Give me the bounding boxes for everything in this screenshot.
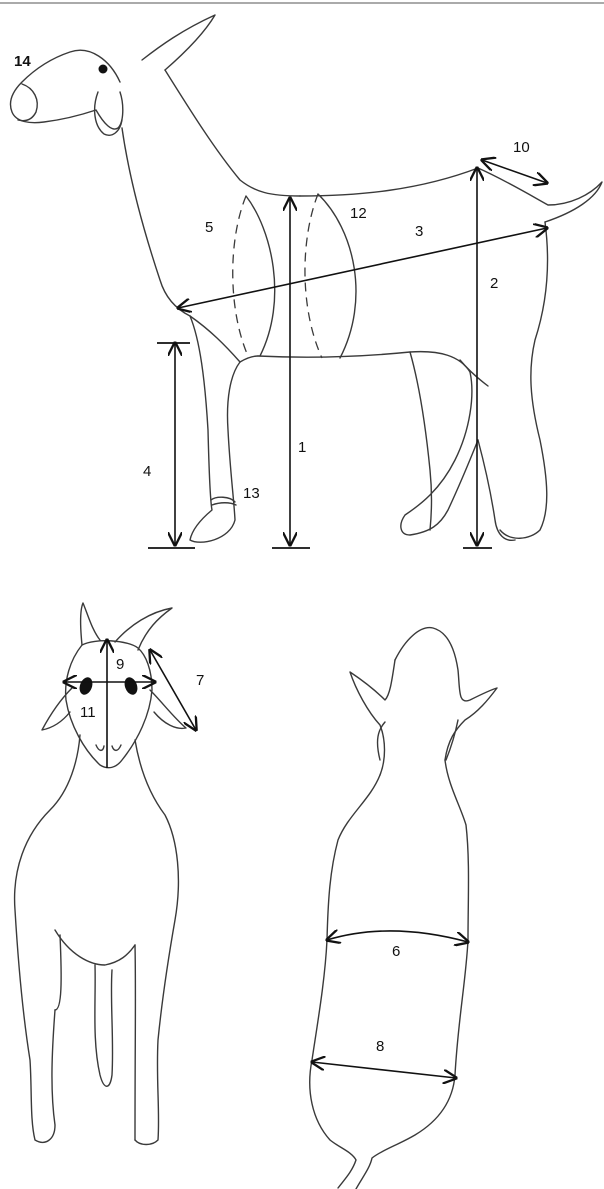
goat-side-rump (500, 222, 548, 538)
label-9: 9 (116, 656, 124, 673)
goat-front-view (15, 603, 186, 1145)
cannon-ring-13 (211, 497, 235, 502)
label-6: 6 (392, 943, 400, 960)
label-4: 4 (143, 463, 151, 480)
measure-10-arrow (482, 160, 547, 183)
label-5: 5 (205, 219, 213, 236)
goat-front-ear-right (150, 690, 186, 728)
goat-side-view (10, 15, 602, 542)
measure-8-arrow (312, 1062, 456, 1078)
goat-side-hoof-front (212, 503, 236, 505)
label-8: 8 (376, 1038, 384, 1055)
goat-front-nose (96, 745, 121, 750)
label-11: 11 (80, 704, 96, 721)
number-labels: 14 10 5 12 3 2 1 4 13 9 7 11 6 8 (14, 53, 530, 1055)
girth-line-5-solid (246, 196, 275, 356)
goat-front-horn-right (115, 608, 172, 650)
label-12: 12 (350, 205, 367, 222)
girth-line-12-dashed (305, 194, 322, 358)
goat-top-neck-right (446, 720, 458, 760)
goat-front-horn-left (81, 603, 100, 645)
goat-side-front-leg-1 (190, 316, 240, 542)
goat-front-body-right (135, 740, 178, 1145)
measure-6-arrow (327, 931, 468, 942)
label-1: 1 (298, 439, 306, 456)
measure-3-arrow (178, 228, 547, 308)
goat-side-back (300, 168, 478, 196)
goat-side-neck-front (122, 128, 190, 316)
goat-side-hind-leg-2 (478, 440, 515, 540)
goat-side-tail (478, 168, 602, 222)
goat-front-inner-leg-left (55, 935, 61, 1010)
top-measurements (312, 931, 468, 1078)
goat-side-eye (99, 65, 108, 74)
goat-side-ear (142, 15, 215, 70)
goat-top-body-left (310, 775, 380, 1188)
goat-front-back-legs (95, 965, 113, 1086)
goat-side-hind-leg-1 (401, 372, 478, 535)
label-10: 10 (513, 139, 530, 156)
goat-front-body-left (15, 735, 80, 1142)
girth-line-5-dashed (233, 196, 248, 356)
goat-side-hock (460, 360, 488, 386)
goat-top-body-right (356, 760, 469, 1189)
goat-front-eye-left (77, 675, 94, 696)
label-7: 7 (196, 672, 204, 689)
goat-top-view (310, 628, 497, 1189)
goat-side-neck-back (165, 70, 300, 196)
goat-side-muzzle (18, 84, 37, 121)
label-2: 2 (490, 275, 498, 292)
label-14: 14 (14, 53, 31, 70)
goat-front-eye-right (122, 675, 139, 696)
goat-side-front-leg-2 (240, 356, 258, 362)
measure-7-arrow (150, 650, 196, 730)
label-13: 13 (243, 485, 260, 502)
goat-top-head-left (350, 660, 395, 775)
label-3: 3 (415, 223, 423, 240)
goat-front-chest (55, 930, 135, 965)
goat-top-head (395, 628, 497, 760)
